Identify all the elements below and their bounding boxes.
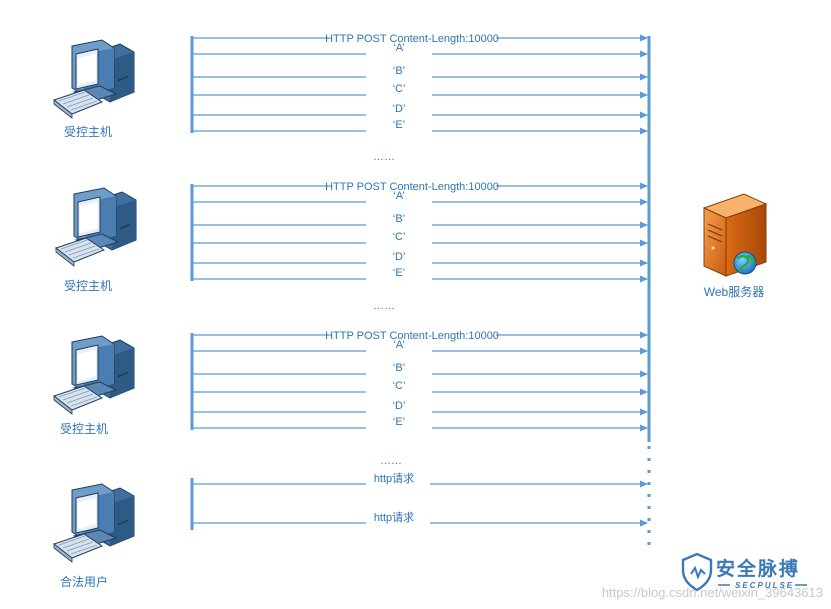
char-label: ‘A’ — [393, 339, 404, 351]
connections: HTTP POST Content-Length:10000‘A’‘B’‘C’‘… — [190, 33, 651, 552]
post-header-label: HTTP POST Content-Length:10000 — [325, 181, 499, 193]
watermark-url: https://blog.csdn.net/weixin_39643613 — [602, 585, 823, 600]
ellipsis: …… — [373, 300, 395, 312]
char-label: ‘A’ — [393, 42, 404, 54]
char-label: ‘B’ — [393, 213, 405, 225]
char-label: ‘B’ — [393, 65, 405, 77]
ellipsis: …… — [373, 151, 395, 163]
post-header-label: HTTP POST Content-Length:10000 — [325, 330, 499, 342]
secpulse-logo: 安全脉搏 SECPULSE — [681, 552, 807, 592]
char-label: ‘D’ — [393, 400, 406, 412]
char-label: ‘B’ — [393, 362, 405, 374]
host-label: 受控主机 — [64, 279, 112, 293]
legit-user-computer-icon — [53, 483, 135, 563]
http-request-label: http请求 — [374, 511, 414, 524]
char-label: ‘D’ — [393, 251, 406, 263]
char-label: ‘C’ — [393, 83, 406, 95]
web-server-icon — [702, 193, 768, 277]
host-computer-icon — [53, 335, 135, 415]
host-label: 受控主机 — [60, 422, 108, 436]
char-label: ‘C’ — [393, 231, 406, 243]
host-computer-icon — [53, 39, 135, 119]
legit-user-label: 合法用户 — [60, 574, 108, 589]
brand-sub: SECPULSE — [735, 581, 794, 590]
char-label: ‘A’ — [393, 190, 404, 202]
char-label: ‘C’ — [393, 380, 406, 392]
brand-name: 安全脉搏 — [716, 557, 800, 580]
host-label: 受控主机 — [64, 125, 112, 139]
http-request-label: http请求 — [374, 472, 414, 485]
char-label: ‘E’ — [393, 119, 405, 131]
server-label: Web服务器 — [704, 284, 764, 299]
char-label: ‘E’ — [393, 416, 405, 428]
char-label: ‘D’ — [393, 103, 406, 115]
ellipsis: …… — [380, 455, 402, 467]
host-computer-icon — [55, 187, 137, 267]
post-header-label: HTTP POST Content-Length:10000 — [325, 33, 499, 45]
char-label: ‘E’ — [393, 267, 405, 279]
